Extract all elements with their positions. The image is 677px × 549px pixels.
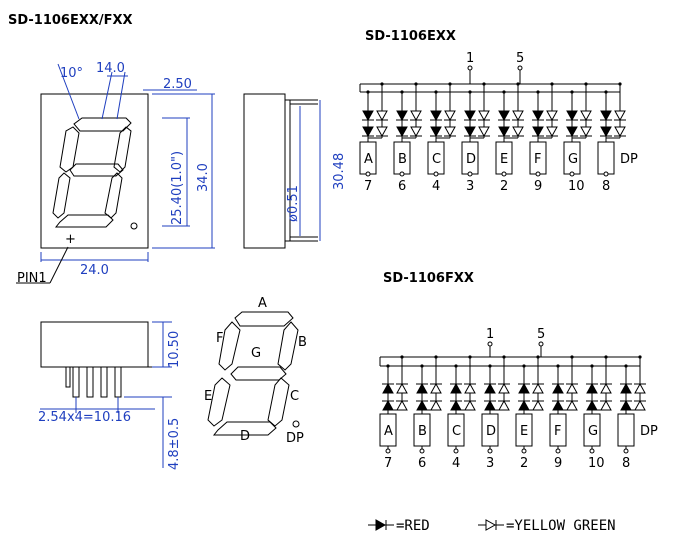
pin-number-3: 3 [486, 456, 494, 471]
seg-box-label-4: E [520, 424, 528, 439]
e-circuit-title: SD-1106EXX [365, 29, 456, 44]
seg-box-label-0: A [364, 152, 373, 167]
seg-box-label-6: G [568, 152, 578, 167]
dim-tilt: 2.50 [163, 77, 192, 92]
pin-number-5: 9 [554, 456, 562, 471]
seg-box-label-6: G [588, 424, 598, 439]
segment-map: A B C D E F G DP [204, 296, 307, 446]
legend-yellow-green: =YELLOW GREEN [506, 518, 616, 534]
pin-number-0: 7 [364, 179, 372, 194]
seg-box-label-1: B [398, 152, 407, 167]
common-pin-1: 5 [516, 51, 524, 66]
dim-digit-height: 25.40(1.0") [170, 151, 185, 225]
pin-number-0: 7 [384, 456, 392, 471]
seg-box-label-1: B [418, 424, 427, 439]
seg-label-b: B [298, 335, 307, 350]
seg-box-label-5: F [554, 424, 561, 439]
main-title: SD-1106EXX/FXX [8, 13, 133, 28]
pin1-mark: + [65, 232, 76, 247]
seg-box-label-3: D [466, 152, 476, 167]
legend-red: =RED [396, 518, 430, 534]
seg-box-label-7: DP [640, 424, 658, 439]
seg-label-f: F [216, 331, 223, 346]
seg-label-a: A [258, 296, 267, 311]
seg-label-d: D [240, 429, 250, 444]
pin-number-6: 10 [588, 456, 605, 471]
seg-label-g: G [251, 346, 261, 361]
dim-pin-pitch: 2.54x4=10.16 [38, 410, 131, 425]
yellow-green-diode-symbol [478, 519, 504, 531]
front-outline [40, 93, 149, 249]
seg-box-label-2: C [452, 424, 461, 439]
seg-label-e: E [204, 389, 212, 404]
seg-label-dp: DP [286, 431, 304, 446]
bottom-pins [65, 366, 122, 398]
f-circuit-schematic: 1 5A 7 B 6 C 4 D 3 E 2 F 9 G 10 DP 8 [379, 327, 658, 471]
pin-number-7: 8 [622, 456, 630, 471]
red-diode-symbol [368, 519, 394, 531]
dim-width: 24.0 [80, 263, 109, 278]
pin-number-5: 9 [534, 179, 542, 194]
legend: =RED =YELLOW GREEN [368, 518, 616, 534]
pin1-label: PIN1 [17, 271, 47, 286]
pin-number-3: 3 [466, 179, 474, 194]
dim-pin-row-length: 30.48 [332, 153, 347, 190]
seg-box-label-3: D [486, 424, 496, 439]
common-pin-1: 5 [537, 327, 545, 342]
seg-box-label-2: C [432, 152, 441, 167]
pin-number-2: 4 [432, 179, 440, 194]
seg-box-label-0: A [384, 424, 393, 439]
pin-number-6: 10 [568, 179, 585, 194]
dim-angle: 10° [60, 66, 83, 81]
front-view: + 10° 14.0 2.50 25.40(1.0") 34.0 24.0 PI… [16, 61, 215, 286]
front-digit [52, 117, 138, 230]
f-circuit-title: SD-1106FXX [383, 271, 474, 286]
pin-number-4: 2 [520, 456, 528, 471]
pin-number-1: 6 [398, 179, 406, 194]
pin-number-2: 4 [452, 456, 460, 471]
dim-segment-width: 14.0 [96, 61, 125, 76]
common-pin-0: 1 [466, 51, 474, 66]
bottom-view: 2.54x4=10.16 10.50 4.8±0.5 [38, 321, 182, 470]
seg-label-c: C [290, 389, 299, 404]
e-circuit-schematic: 1 5A 7 B 6 C 4 D 3 E 2 F 9 G 10 DP 8 [359, 51, 638, 194]
seg-box-label-5: F [534, 152, 541, 167]
seg-box-label-7: DP [620, 152, 638, 167]
dim-body-thickness: 10.50 [167, 331, 182, 368]
pin-number-7: 8 [602, 179, 610, 194]
dim-overall-height: 34.0 [196, 163, 211, 192]
side-view: ø0.51 30.48 [243, 93, 347, 249]
common-pin-0: 1 [486, 327, 494, 342]
pin-number-1: 6 [418, 456, 426, 471]
dim-pin-length: 4.8±0.5 [167, 418, 182, 470]
pin-number-4: 2 [500, 179, 508, 194]
dim-pin-diameter: ø0.51 [286, 185, 301, 222]
seg-box-label-4: E [500, 152, 508, 167]
